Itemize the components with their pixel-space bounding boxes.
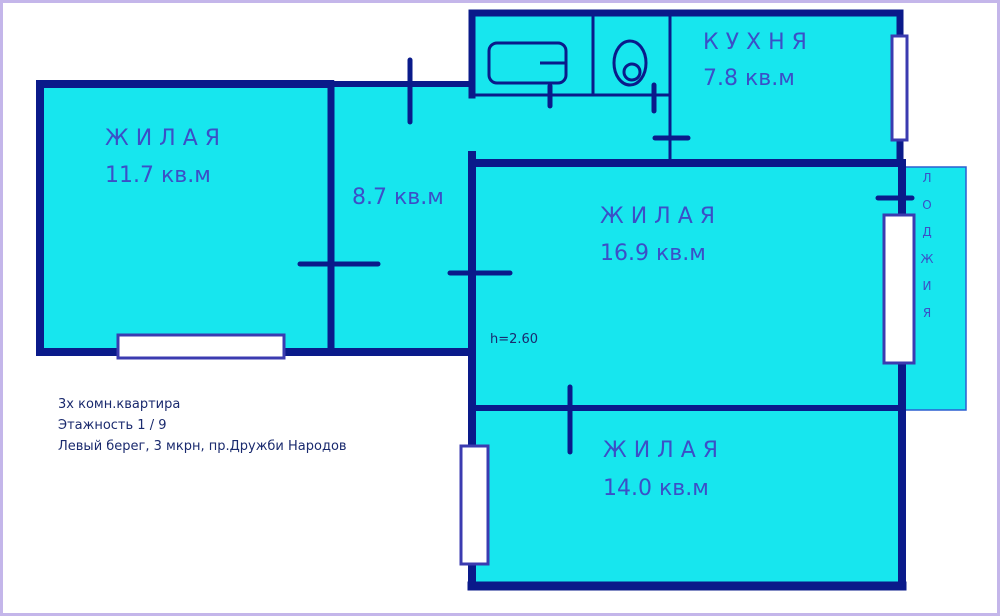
toilet-icon xyxy=(612,39,648,87)
living-bottom-label: ЖИЛАЯ xyxy=(603,438,726,463)
window-kitchen xyxy=(890,34,909,142)
kitchen-area: 7.8 кв.м xyxy=(703,66,795,91)
living-bottom-area: 14.0 кв.м xyxy=(603,476,709,501)
hall-area: 8.7 кв.м xyxy=(352,185,444,210)
living-center-label: ЖИЛАЯ xyxy=(600,204,723,229)
living-left-label: ЖИЛАЯ xyxy=(105,126,228,151)
info-floor: Этажность 1 / 9 xyxy=(58,418,167,433)
loggia-letter: Ж xyxy=(920,252,934,266)
window-bottom-room xyxy=(459,444,490,566)
loggia-letter: Л xyxy=(922,171,932,185)
loggia-letter: Я xyxy=(922,306,932,320)
room-living-center-fill xyxy=(472,163,900,408)
window-center-room xyxy=(882,213,916,365)
loggia-label: Л О Д Ж И Я xyxy=(912,172,942,334)
living-left-area: 11.7 кв.м xyxy=(105,163,211,188)
living-center-area: 16.9 кв.м xyxy=(600,241,706,266)
loggia-letter: Д xyxy=(922,225,932,239)
loggia-letter: И xyxy=(922,279,932,293)
ceiling-height: h=2.60 xyxy=(490,332,539,347)
window-left-room xyxy=(116,333,286,360)
room-living-bottom-fill xyxy=(472,408,900,586)
loggia-letter: О xyxy=(922,198,932,212)
wall-left-room xyxy=(36,80,474,356)
info-rooms-count: 3х комн.квартира xyxy=(58,397,181,412)
wall-bath-divider xyxy=(591,11,672,160)
room-living-left-fill xyxy=(40,83,330,353)
info-address: Левый берег, 3 мкрн, пр.Дружби Народов xyxy=(58,439,347,454)
room-hall-fill xyxy=(330,83,475,353)
kitchen-label: КУХНЯ xyxy=(703,30,814,55)
